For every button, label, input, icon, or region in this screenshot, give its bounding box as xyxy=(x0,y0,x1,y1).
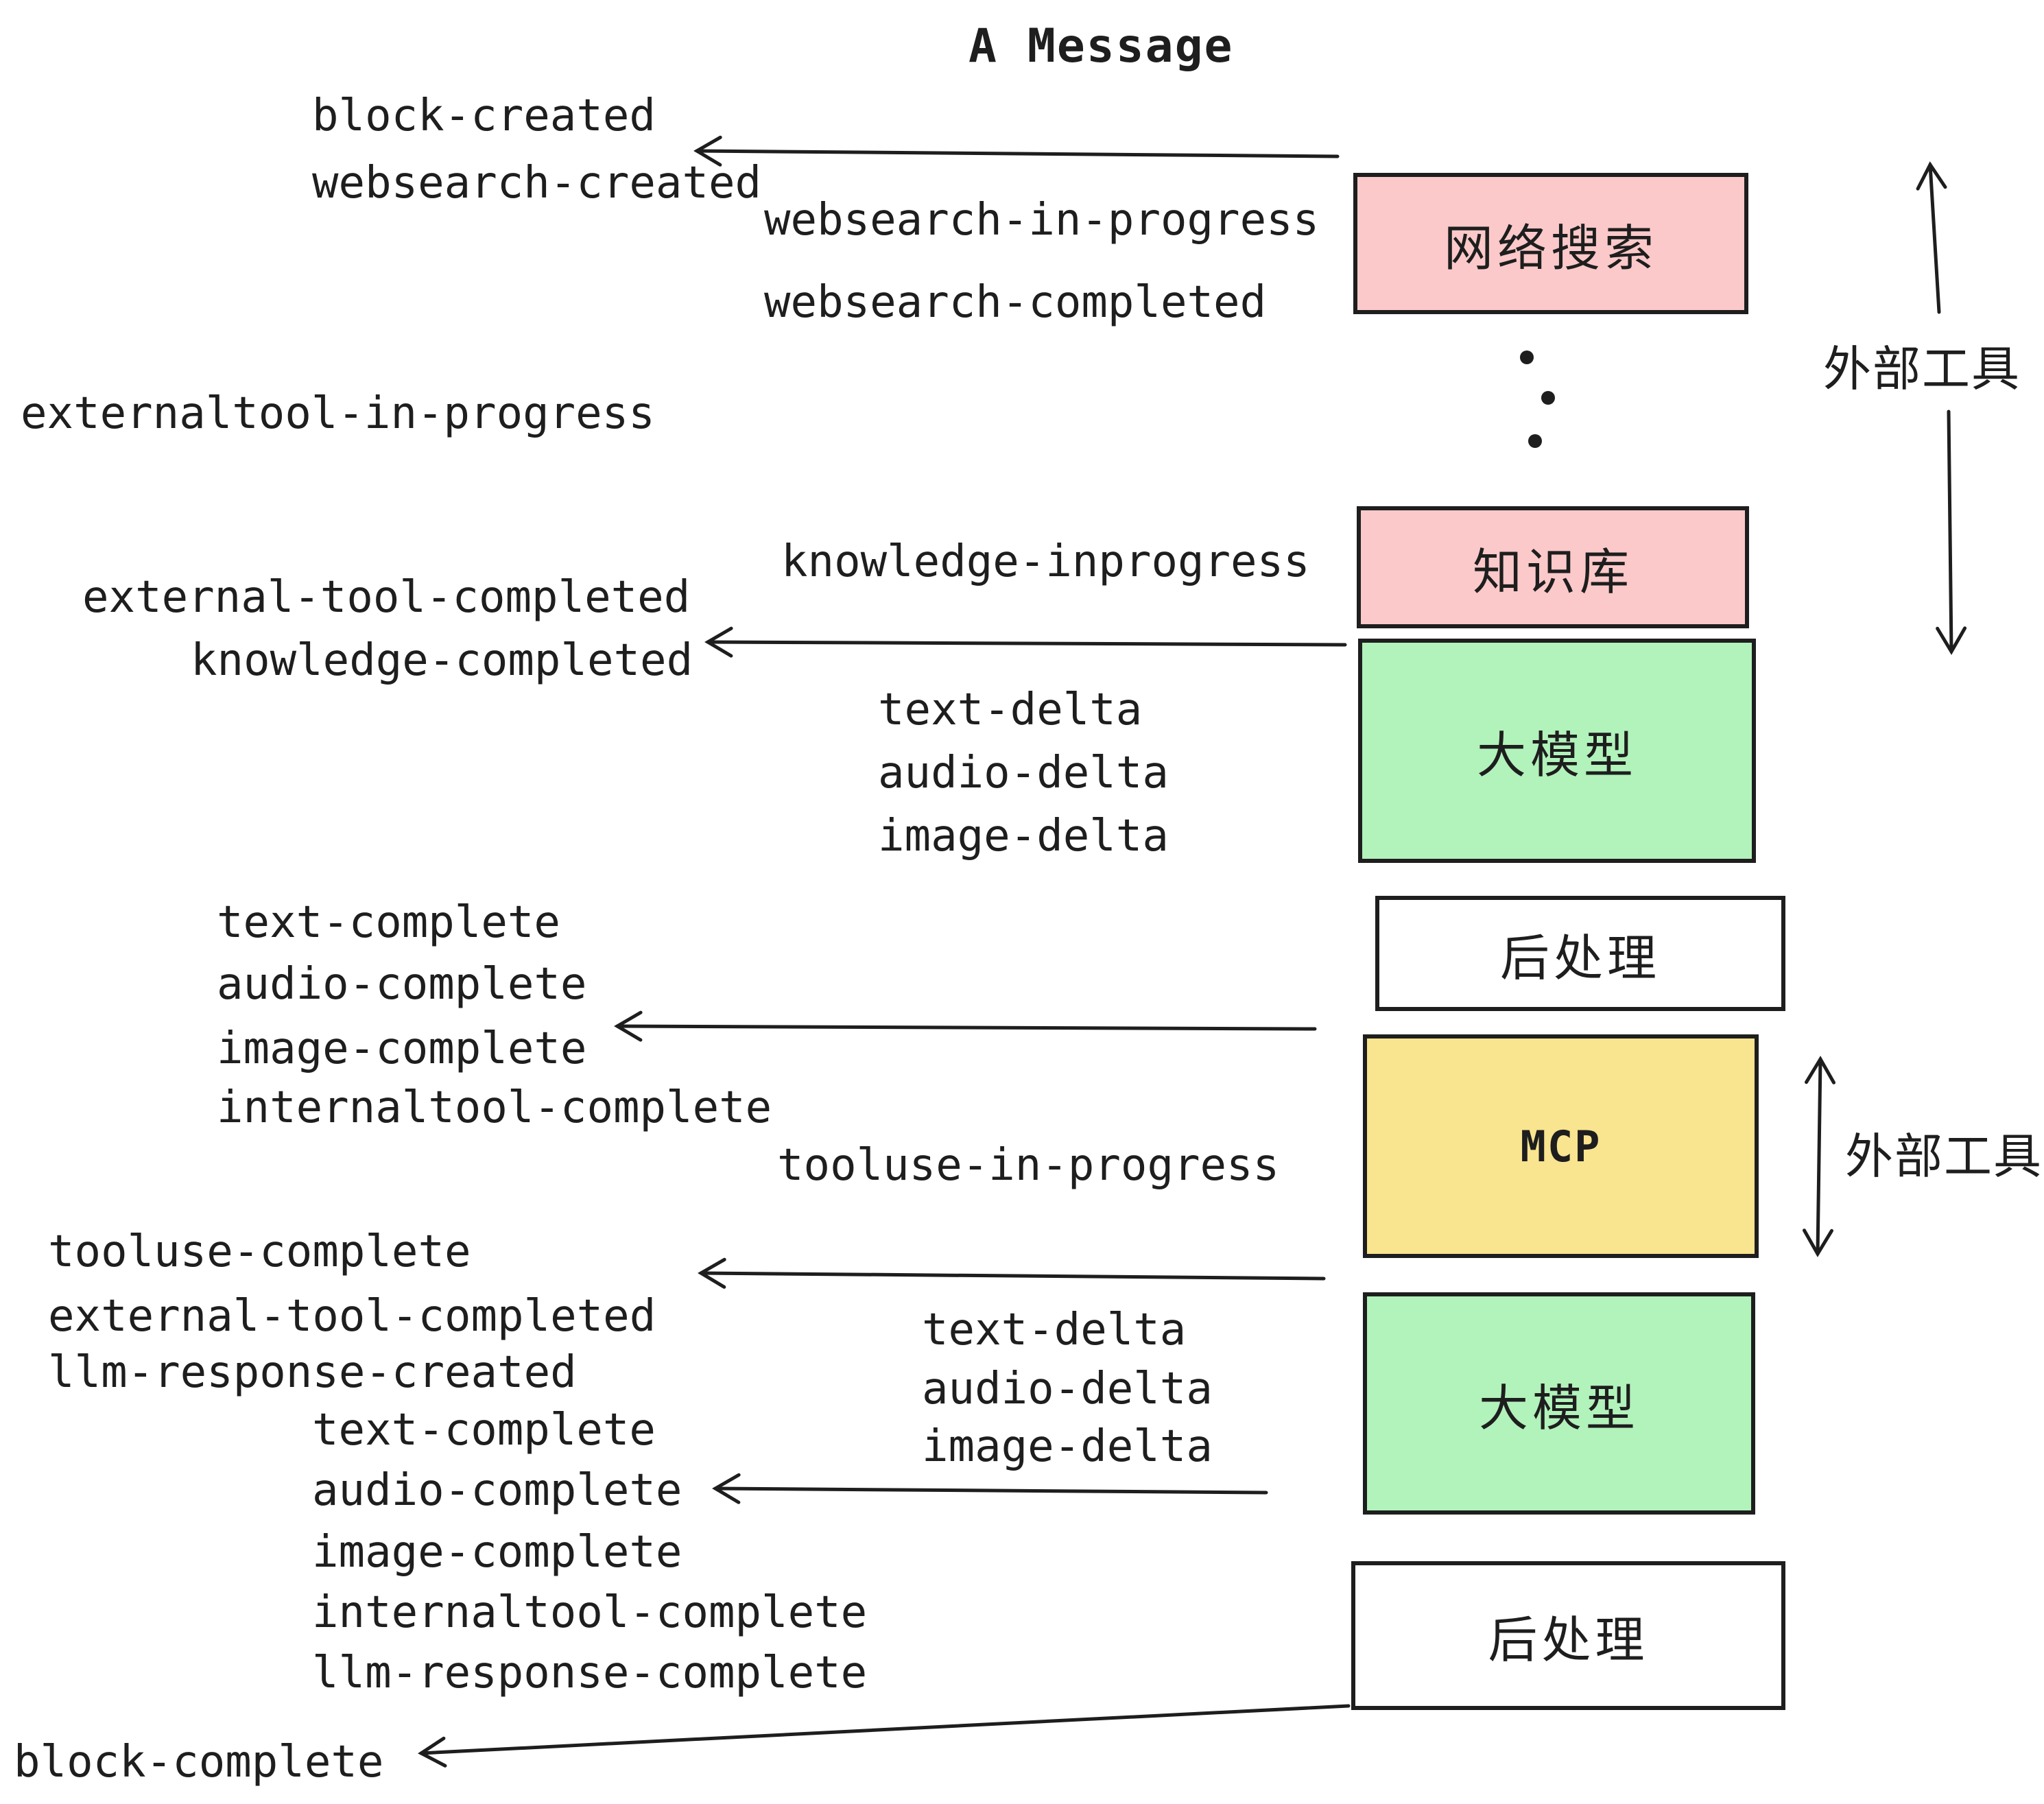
ellipsis-dot xyxy=(1520,351,1534,364)
box-label-postprocess-1: 后处理 xyxy=(1499,929,1661,987)
box-label-postprocess-2: 后处理 xyxy=(1488,1611,1649,1669)
box-llm-2: 大模型 xyxy=(1363,1292,1755,1515)
box-postprocess-2: 后处理 xyxy=(1351,1561,1785,1710)
box-label-knowledge: 知识库 xyxy=(1472,543,1633,601)
box-postprocess-1: 后处理 xyxy=(1375,896,1785,1011)
event-label: llm-response-complete xyxy=(312,1648,868,1698)
event-label: websearch-completed xyxy=(764,277,1267,328)
box-label-llm-2: 大模型 xyxy=(1478,1379,1639,1437)
ellipsis-dot xyxy=(1528,434,1542,448)
mcp-external-tool-both-arrow xyxy=(1802,1056,1836,1257)
event-label: knowledge-inprogress xyxy=(781,536,1310,587)
event-label: external-tool-completed xyxy=(82,572,691,623)
arrow-to-block-created xyxy=(693,135,1340,167)
event-label: audio-delta xyxy=(922,1364,1213,1414)
ellipsis-dot xyxy=(1541,391,1555,405)
event-label: internaltool-complete xyxy=(312,1587,868,1638)
event-label: tooluse-complete xyxy=(48,1226,471,1277)
event-label: websearch-in-progress xyxy=(764,195,1320,246)
side-label-external-tools: 外部工具 xyxy=(1823,341,2021,397)
event-label: image-delta xyxy=(878,811,1169,862)
box-label-llm-1: 大模型 xyxy=(1476,726,1637,784)
external-tool-up-arrow xyxy=(1916,161,1947,314)
event-label: block-created xyxy=(312,91,656,141)
event-label: audio-delta xyxy=(878,748,1169,798)
event-label: image-delta xyxy=(922,1421,1213,1472)
event-label: externaltool-in-progress xyxy=(21,388,655,439)
event-label: llm-response-created xyxy=(48,1347,577,1398)
event-label: text-complete xyxy=(312,1405,656,1456)
arrow-to-tooluse-complete xyxy=(698,1257,1326,1289)
diagram-title: A Message xyxy=(968,19,1234,73)
box-mcp: MCP xyxy=(1363,1034,1759,1258)
event-label: image-complete xyxy=(312,1527,682,1578)
event-label: knowledge-completed xyxy=(191,635,693,686)
side-label-external-tools: 外部工具 xyxy=(1845,1128,2043,1185)
box-llm-1: 大模型 xyxy=(1358,639,1756,863)
box-websearch: 网络搜索 xyxy=(1353,173,1748,314)
event-label: block-complete xyxy=(14,1737,384,1788)
box-knowledge: 知识库 xyxy=(1357,506,1749,628)
event-label: external-tool-completed xyxy=(48,1291,656,1342)
box-label-websearch: 网络搜索 xyxy=(1443,219,1658,277)
arrow-to-image-complete xyxy=(614,1010,1317,1042)
event-label: text-delta xyxy=(922,1305,1187,1355)
arrow-to-audio-complete xyxy=(712,1473,1268,1504)
event-label: tooluse-in-progress xyxy=(777,1140,1280,1191)
external-tool-down-arrow xyxy=(1936,410,1967,655)
event-label: text-complete xyxy=(217,897,560,948)
event-label: internaltool-complete xyxy=(217,1082,772,1133)
event-label: audio-complete xyxy=(217,959,587,1010)
box-label-mcp: MCP xyxy=(1520,1121,1602,1172)
event-label: websearch-created xyxy=(312,158,762,209)
event-label: image-complete xyxy=(217,1023,587,1074)
event-label: text-delta xyxy=(878,685,1143,735)
arrow-to-knowledge-completed xyxy=(704,626,1347,658)
event-label: audio-complete xyxy=(312,1465,682,1516)
arrow-to-block-complete xyxy=(418,1704,1351,1768)
